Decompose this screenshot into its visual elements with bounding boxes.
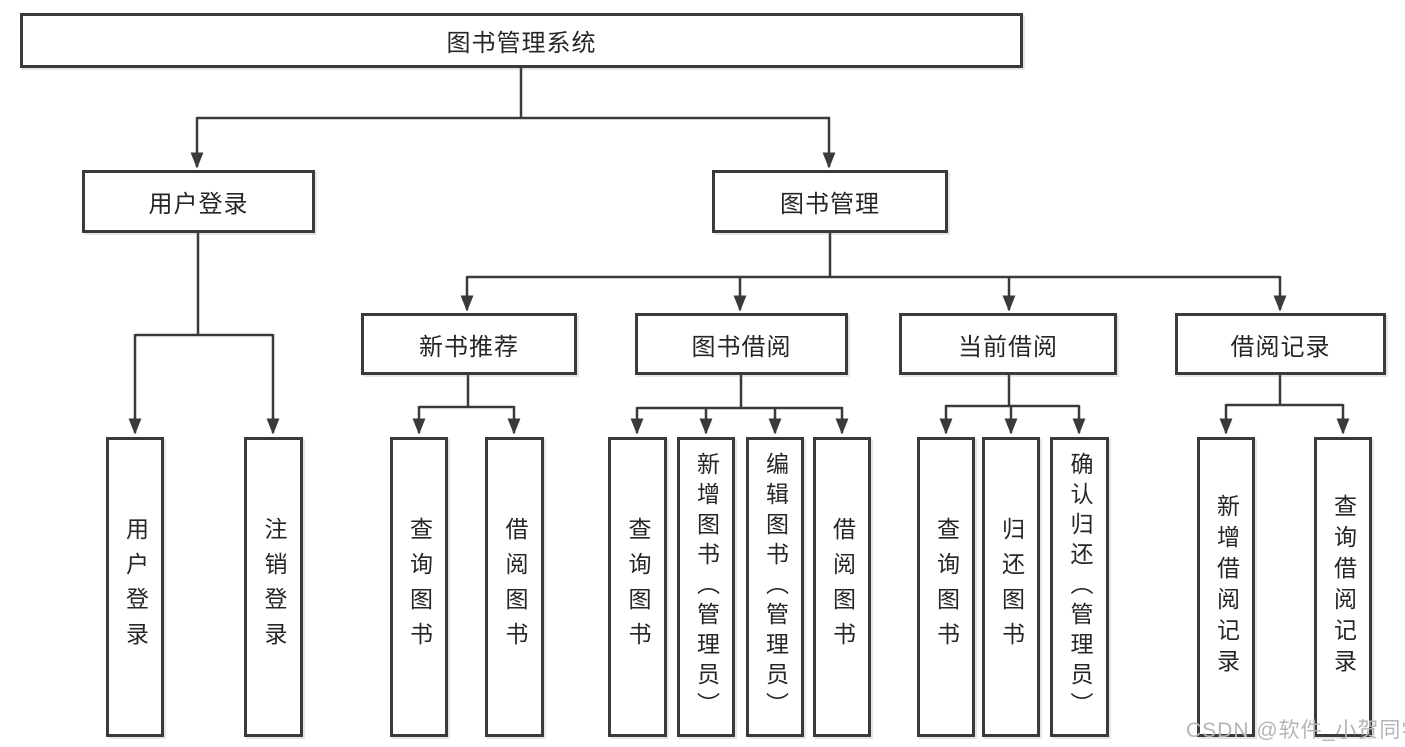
leaf-add-book-admin: 新增图书（管理员） xyxy=(677,437,735,737)
node-book-management: 图书管理 xyxy=(712,170,948,233)
leaf-add-borrow-record: 新增借阅记录 xyxy=(1197,437,1255,737)
leaf-confirm-return-admin: 确认归还（管理员） xyxy=(1050,437,1109,737)
leaf-user-login: 用户登录 xyxy=(106,437,164,737)
node-new-book-recommendation: 新书推荐 xyxy=(361,313,577,375)
leaf-query-books-borrow: 查询图书 xyxy=(608,437,667,737)
node-book-borrowing: 图书借阅 xyxy=(635,313,848,375)
leaf-edit-book-admin: 编辑图书（管理员） xyxy=(746,437,804,737)
leaf-borrow-books-recommend: 借阅图书 xyxy=(485,437,544,737)
node-current-borrowing: 当前借阅 xyxy=(899,313,1117,375)
leaf-logout: 注销登录 xyxy=(244,437,303,737)
leaf-query-borrow-record: 查询借阅记录 xyxy=(1314,437,1372,737)
node-borrowing-records: 借阅记录 xyxy=(1175,313,1386,375)
watermark: CSDN @软件_小贺同学 xyxy=(1186,719,1405,742)
node-user-login: 用户登录 xyxy=(82,170,315,233)
leaf-borrow-books: 借阅图书 xyxy=(813,437,871,737)
node-library-management-system: 图书管理系统 xyxy=(20,13,1023,68)
leaf-query-books-recommend: 查询图书 xyxy=(390,437,448,737)
leaf-query-books-current: 查询图书 xyxy=(917,437,975,737)
leaf-return-books: 归还图书 xyxy=(982,437,1040,737)
